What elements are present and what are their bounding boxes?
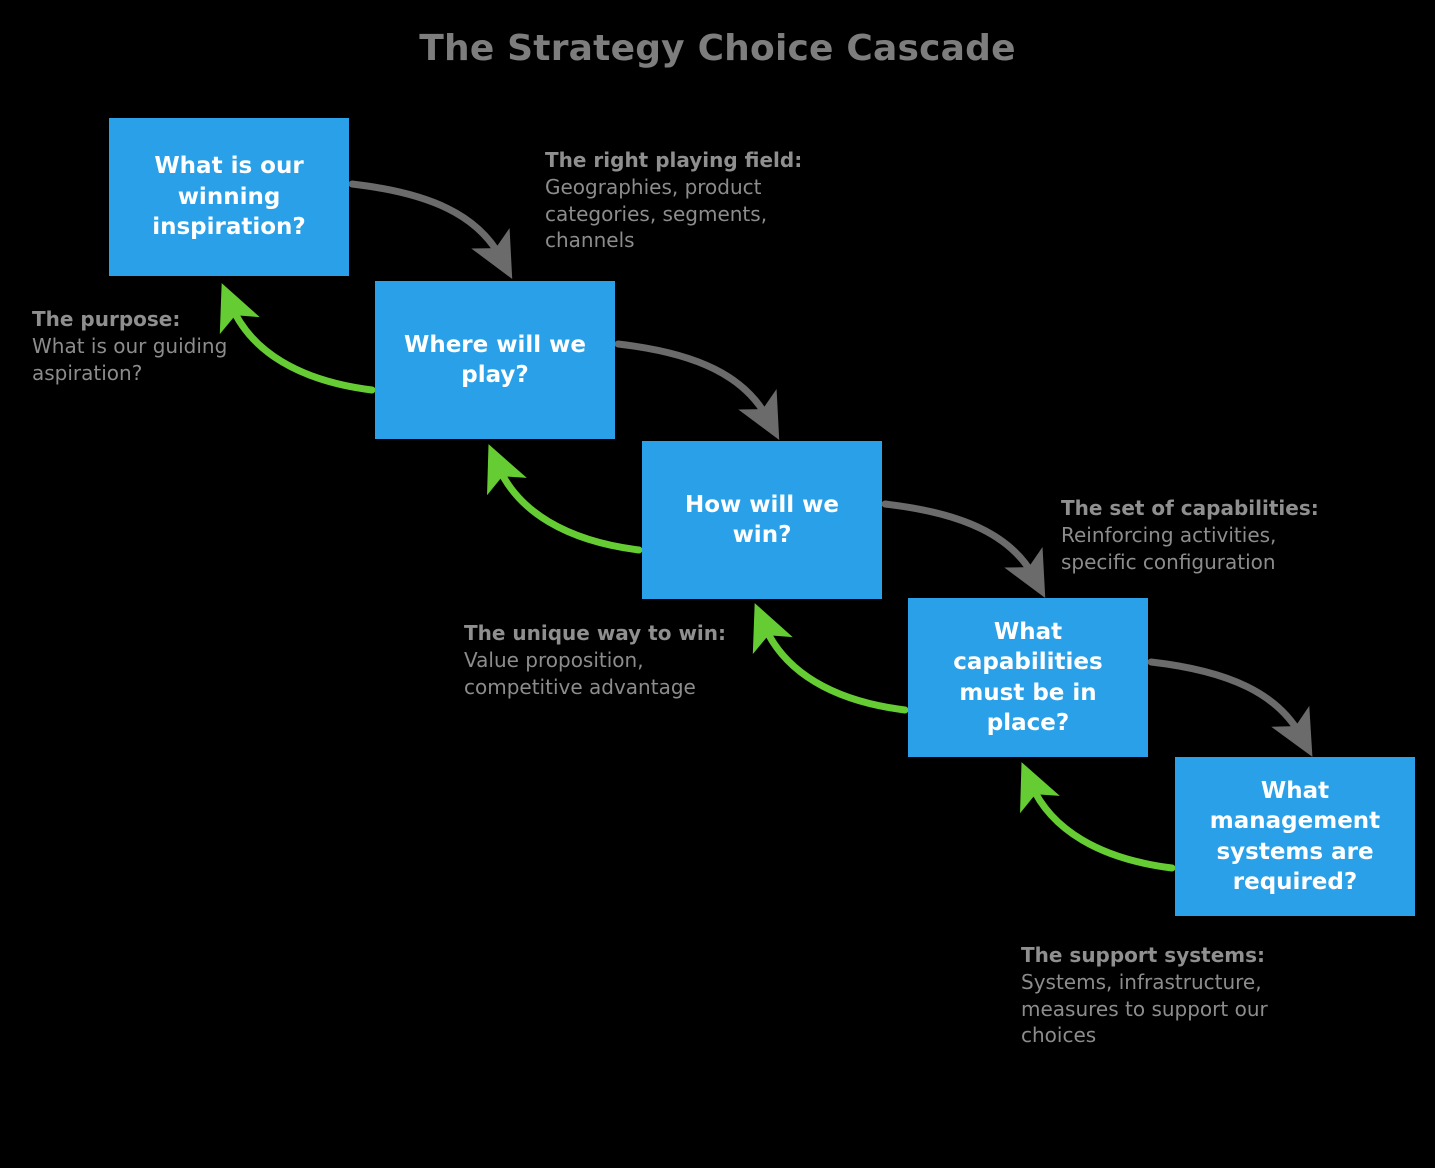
node-winning-aspiration[interactable]: What is our winning inspiration? bbox=[109, 118, 349, 276]
node-how-to-win[interactable]: How will we win? bbox=[642, 441, 882, 599]
note-playing-field: The right playing field: Geographies, pr… bbox=[545, 147, 815, 254]
node-label: What capabilities must be in place? bbox=[953, 618, 1103, 736]
page-title: The Strategy Choice Cascade bbox=[419, 28, 1016, 69]
note-body: Systems, infrastructure, measures to sup… bbox=[1021, 969, 1268, 1048]
note-body: What is our guiding aspiration? bbox=[32, 333, 228, 385]
note-title: The purpose: bbox=[32, 307, 181, 331]
node-where-to-play[interactable]: Where will we play? bbox=[375, 281, 615, 439]
note-title: The unique way to win: bbox=[464, 621, 727, 645]
arrow-win-to-play bbox=[487, 444, 643, 554]
note-unique-way-to-win: The unique way to win: Value proposition… bbox=[464, 620, 744, 700]
node-capabilities[interactable]: What capabilities must be in place? bbox=[908, 598, 1148, 757]
note-title: The support systems: bbox=[1021, 943, 1266, 967]
node-label: Where will we play? bbox=[403, 331, 587, 388]
note-support-systems: The support systems: Systems, infrastruc… bbox=[1021, 942, 1311, 1049]
note-title: The right playing field: bbox=[545, 148, 803, 172]
node-label: What is our winning inspiration? bbox=[152, 153, 306, 241]
note-body: Reinforcing activities, specific configu… bbox=[1061, 522, 1277, 574]
node-management-systems[interactable]: What management systems are required? bbox=[1175, 757, 1415, 916]
arrow-play-to-win bbox=[614, 340, 780, 440]
note-set-of-capabilities: The set of capabilities: Reinforcing act… bbox=[1061, 495, 1336, 575]
note-title: The set of capabilities: bbox=[1061, 496, 1319, 520]
note-body: Value proposition, competitive advantage bbox=[464, 647, 696, 699]
arrow-win-to-capabilities bbox=[881, 500, 1046, 598]
arrow-capabilities-to-win bbox=[752, 603, 909, 714]
note-purpose: The purpose: What is our guiding aspirat… bbox=[32, 306, 282, 386]
node-label: What management systems are required? bbox=[1209, 777, 1381, 895]
arrow-aspiration-to-play bbox=[348, 180, 513, 279]
note-body: Geographies, product categories, segment… bbox=[545, 174, 768, 253]
arrow-systems-to-capabilities bbox=[1020, 762, 1176, 872]
node-label: How will we win? bbox=[684, 491, 840, 548]
arrow-capabilities-to-systems bbox=[1147, 658, 1313, 757]
